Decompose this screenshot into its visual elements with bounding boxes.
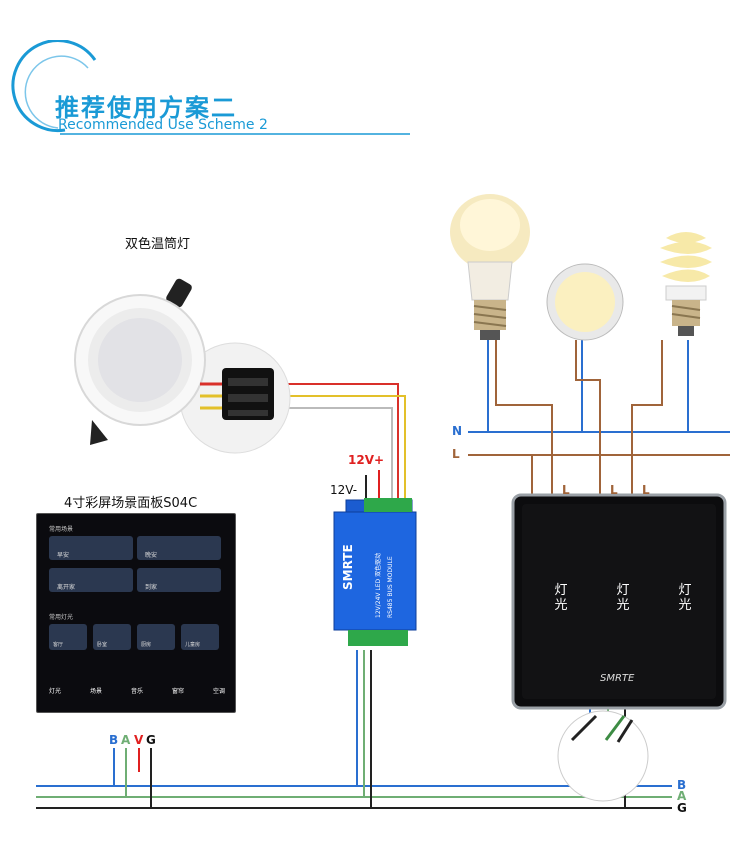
panel-light-icon <box>546 263 624 341</box>
nav-ac[interactable]: 空调 <box>212 688 225 695</box>
bus-lines <box>36 785 672 809</box>
panel-section-lights: 常用灯光 <box>49 614 74 621</box>
switch-key-2[interactable]: 灯 光 <box>616 583 630 613</box>
switch-l1-label: L <box>562 483 570 497</box>
panel-nav-bar: 灯光 场景 音乐 窗帘 空调 <box>49 686 225 695</box>
downlight-image <box>74 278 291 454</box>
light-card[interactable]: 厨房 <box>137 624 175 650</box>
wall-switch <box>511 493 727 710</box>
header-logo-arc <box>11 40 410 135</box>
scene-card[interactable]: 晚安 <box>137 536 221 560</box>
switch-l3-label: L <box>642 483 650 497</box>
light-card[interactable]: 儿童房 <box>181 624 219 650</box>
panel-section-scenes: 常用场景 <box>49 526 74 533</box>
downlight-label: 双色温筒灯 <box>125 237 191 252</box>
driver-bus-drops <box>356 650 372 808</box>
panel-bus-drops <box>113 748 152 808</box>
n-label: N <box>452 424 463 438</box>
page-title: 推荐使用方案二 <box>55 94 237 122</box>
bus-right-a: A <box>677 789 687 803</box>
nav-curtain[interactable]: 窗帘 <box>171 688 184 695</box>
switch-key-1[interactable]: 灯 光 <box>554 583 568 613</box>
bus-label-a: A <box>121 733 131 747</box>
switch-key-3[interactable]: 灯 光 <box>678 583 692 613</box>
page-subtitle: Recommended Use Scheme 2 <box>58 117 268 133</box>
v-plus-label: 12V+ <box>348 453 385 467</box>
downlight-wires <box>278 383 406 500</box>
light-card[interactable]: 客厅 <box>49 624 87 650</box>
bus-right-b: B <box>677 778 687 792</box>
scene-card[interactable]: 离开家 <box>49 568 133 592</box>
nav-scenes[interactable]: 场景 <box>89 688 102 695</box>
svg-text:SMRTE: SMRTE <box>341 544 355 590</box>
bulb-icon <box>450 194 530 340</box>
v-minus-label: 12V- <box>330 483 358 497</box>
nav-music[interactable]: 音乐 <box>130 688 143 695</box>
panel-label: 4寸彩屏场景面板S04C <box>64 496 198 511</box>
l-label: L <box>452 447 460 461</box>
cfl-bulb-icon <box>660 232 712 336</box>
svg-text:RS485 BUS MODULE: RS485 BUS MODULE <box>387 556 394 618</box>
bus-label-v: V <box>134 733 144 747</box>
light-card[interactable]: 卧室 <box>93 624 131 650</box>
wire-zoom-circle <box>557 710 649 802</box>
bus-label-g: G <box>146 733 156 747</box>
bus-right-g: G <box>677 801 687 815</box>
scene-card[interactable]: 到家 <box>137 568 221 592</box>
bus-label-b: B <box>109 733 119 747</box>
lamp-wires <box>487 340 689 495</box>
led-driver-module: SMRTE 12V/24V LED 双色驱动 RS485 BUS MODULE <box>333 498 417 646</box>
switch-l2-label: L <box>610 483 618 497</box>
scene-card[interactable]: 早安 <box>49 536 133 560</box>
svg-text:12V/24V LED 双色驱动: 12V/24V LED 双色驱动 <box>374 553 382 618</box>
touch-panel: 常用场景 早安 晚安 离开家 到家 常用灯光 客厅 卧室 厨房 儿童房 灯光 场… <box>36 513 236 713</box>
switch-brand-logo: SMRTE <box>600 673 635 684</box>
nav-lights[interactable]: 灯光 <box>49 688 62 695</box>
